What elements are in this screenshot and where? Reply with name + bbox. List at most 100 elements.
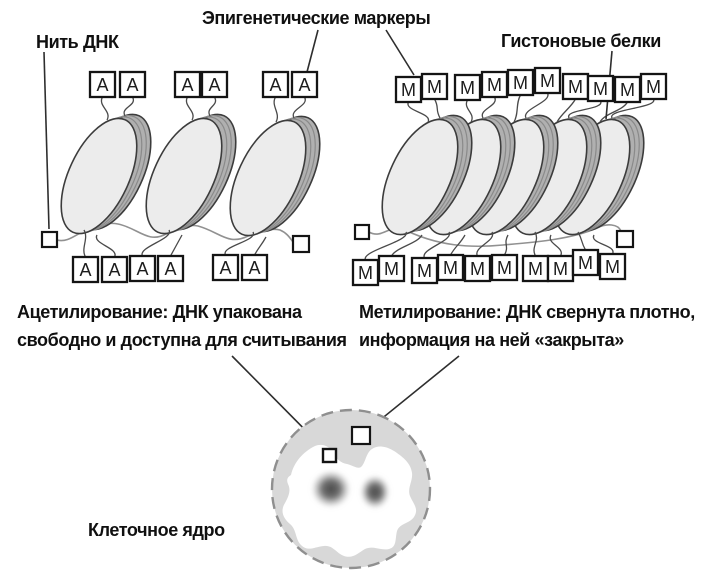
methyl-marker-box-letter: М [358,263,373,283]
marker-connector [592,234,614,255]
marker-connector [599,101,629,123]
histone-proteins-label: Гистоновые белки [501,31,661,51]
methylation-caption-line2: информация на ней «закрыта» [359,330,624,350]
acetyl-marker-box: А [71,255,100,284]
marker-connector [433,98,441,119]
acetyl-marker-box: А [290,70,319,99]
marker-connector [577,231,587,251]
marker-connector [513,94,522,123]
methyl-marker-box-letter: М [528,259,543,279]
nucleosome-disc [145,113,237,235]
marker-connector [465,99,473,123]
marker-connector [95,234,116,258]
methyl-marker-box-letter: М [384,259,399,279]
acetyl-marker-box: А [128,254,157,283]
methyl-marker-box: М [533,66,562,95]
acetyl-marker-box-letter: А [136,259,148,279]
marker-connector [141,229,170,257]
methyl-marker-box: М [613,75,642,104]
acetylation-caption-line2: свободно и доступна для считывания [17,330,347,350]
marker-connector [123,96,135,117]
marker-connector [208,96,217,117]
marker-connector [273,96,278,123]
methyl-marker-box: М [546,254,575,283]
marker-connector [423,231,450,259]
acetylation-site-square [321,447,338,464]
methyl-marker-box: М [598,252,627,281]
marker-connector [611,98,655,119]
methyl-marker-box: М [571,248,600,277]
dna-end-square [615,229,635,249]
dna-end-square [353,223,371,241]
marker-connector [292,96,306,119]
acetyl-marker-box: А [261,70,290,99]
methyl-marker-box-letter: М [443,258,458,278]
nucleosome-disc [229,115,321,237]
methyl-marker-box-letter: М [401,80,416,100]
dna-strand-label: Нить ДНК [36,32,119,52]
acetyl-marker-box-letter: А [164,259,176,279]
marker-connector [407,101,430,123]
acetyl-marker-box: А [240,253,269,282]
cell-nucleus-label: Клеточное ядро [88,520,225,540]
acetyl-marker-box-letter: А [298,75,310,95]
methyl-marker-box: М [480,70,509,99]
methyl-marker-box-letter: М [540,71,555,91]
methyl-marker-box: М [490,253,519,282]
dna-end-square [291,234,311,254]
methyl-marker-box-letter: М [487,75,502,95]
acetylation-caption-line1: Ацетилирование: ДНК упакована [17,302,302,322]
methyl-marker-box-letter: М [470,259,485,279]
dna-strand-callout-line [43,51,50,230]
acetyl-marker-box: А [88,70,117,99]
acetyl-marker-box-letter: А [219,258,231,278]
cell-nucleus [270,408,432,570]
marker-connector [449,234,466,256]
acetyl-marker-box-letter: А [79,260,91,280]
methyl-marker-box-letter: М [568,77,583,97]
marker-connector [503,234,509,256]
marker-connector [224,231,254,256]
methyl-marker-box-letter: М [593,79,608,99]
marker-connectors [83,92,655,261]
marker-connector [568,100,602,119]
acetyl-marker-box-letter: А [181,75,193,95]
dna-end-square [40,230,59,249]
acetyl-marker-box-letter: А [126,75,138,95]
methyl-marker-box-letter: М [605,257,620,277]
methyl-marker-box-letter: М [417,261,432,281]
methyl-marker-box: М [561,72,590,101]
acetyl-marker-box-letter: А [208,75,220,95]
methyl-marker-box-letter: М [578,253,593,273]
methyl-marker-box-letter: М [427,77,442,97]
acetyl-marker-box-letter: А [248,258,260,278]
marker-connector [390,234,423,257]
methyl-marker-box-letter: М [497,258,512,278]
marker-connector [481,96,496,119]
methyl-marker-box-letter: М [620,80,635,100]
acetylation-caption: Ацетилирование: ДНК упакована свободно и… [17,298,347,354]
nucleolus-spot [311,470,351,508]
methyl-marker-box: М [377,254,406,283]
methyl-marker-box: М [639,72,668,101]
acetyl-marker-box: А [156,254,185,283]
marker-connector [169,234,183,257]
nucleolus-spot [360,475,390,509]
acetyl-marker-box: А [173,70,202,99]
epigenetic-markers-label: Эпигенетические маркеры [202,8,431,28]
methyl-marker-box-letter: М [646,77,661,97]
methylation-site-square [350,425,372,446]
methyl-marker-box: М [394,75,423,104]
methyl-marker-box: М [586,74,615,103]
nucleus-dashed-border [270,408,432,570]
acetyl-marker-box-letter: А [269,75,281,95]
methylation-caption: Метилирование: ДНК свернута плотно, инфо… [359,298,695,354]
methyl-marker-box: М [453,73,482,102]
nucleosome-disc [381,114,473,236]
methyl-marker-box: М [521,254,550,283]
methyl-marker-box: М [420,72,449,101]
methyl-marker-box-letter: М [553,259,568,279]
methylation-caption-line1: Метилирование: ДНК свернута плотно, [359,302,695,322]
